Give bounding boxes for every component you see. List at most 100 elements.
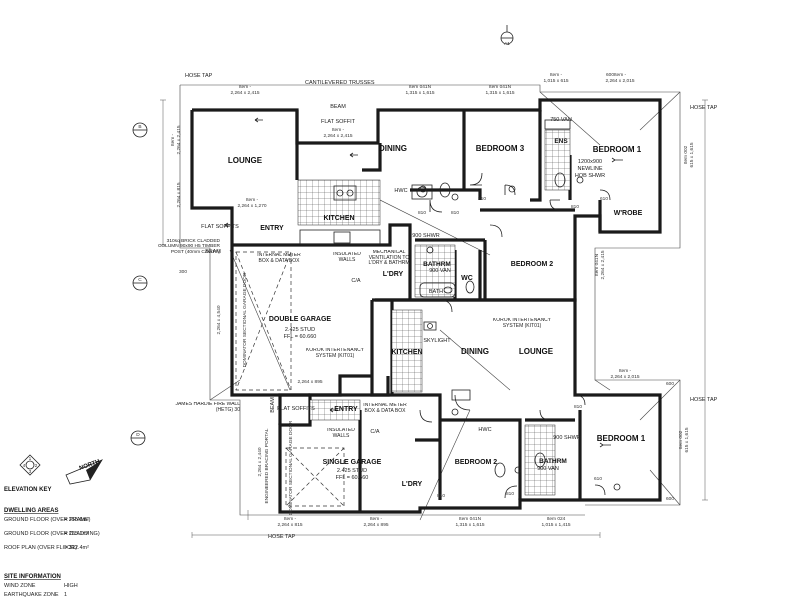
site-information-heading: SITE INFORMATION: [4, 574, 61, 580]
svg-text:300: 300: [179, 269, 187, 275]
svg-text:Item 041N: Item 041N: [489, 84, 512, 90]
garage-door-note-2: DOMINATOR SECTIONAL GARAGE DOOR: [288, 420, 294, 515]
section-ref-b: B: [132, 122, 148, 138]
flat-soffit-label: FLAT SOFFIT: [321, 119, 356, 125]
svg-text:2,264 x 2,415: 2,264 x 2,415: [230, 90, 259, 96]
hose-tap-label-2: HOSE TAP: [690, 105, 718, 111]
section-ref-a1: A1: [500, 25, 514, 47]
room-wrobe: W'ROBE: [614, 210, 643, 217]
svg-text:2,264 x 2,415: 2,264 x 2,415: [176, 125, 182, 154]
svg-text:= 265.1m²: = 265.1m²: [64, 531, 89, 537]
svg-text:4: 4: [23, 463, 26, 469]
svg-text:2,264 x 4,540: 2,264 x 4,540: [216, 305, 222, 334]
svg-text:= 255.6m²: = 255.6m²: [64, 517, 89, 523]
svg-text:EARTHQUAKE ZONE: EARTHQUAKE ZONE: [4, 592, 59, 598]
sink-icon: [333, 185, 357, 201]
garage-door-note-1: DOMINATOR SECTIONAL GARAGE DOOR: [242, 272, 248, 367]
hob-shwr-label: HOB SHWR: [575, 173, 605, 179]
svg-text:= 312.4m²: = 312.4m²: [64, 545, 89, 551]
ffl-label-1: FFL = 60.660: [284, 334, 317, 340]
insulated-walls-note-1: INSULATED WALLS: [333, 252, 361, 262]
svg-text:1: 1: [29, 456, 32, 462]
svg-text:2,264 x 2,015: 2,264 x 2,015: [605, 78, 634, 84]
cantilevered-label: CANTILEVERED TRUSSES: [305, 80, 375, 86]
svg-text:Item -: Item -: [614, 72, 627, 78]
room-bath: BATH: [429, 289, 443, 295]
hwc-icon: [411, 184, 433, 200]
sink2-icon: [423, 321, 437, 331]
flat-soffits-label-1: FLAT SOFFITS: [201, 224, 239, 230]
kitchen1-tiles: [297, 179, 381, 226]
ca-label-1: C/A: [351, 278, 361, 284]
room-double-garage: DOUBLE GARAGE: [269, 316, 332, 323]
svg-text:Item -: Item -: [550, 72, 563, 78]
beam-label-1: BEAM: [330, 104, 346, 110]
room-lounge-1: LOUNGE: [228, 156, 263, 165]
fixture-markers: [419, 176, 621, 491]
svg-text:2,264 x 895: 2,264 x 895: [363, 522, 388, 528]
room-entry-1: ENTRY: [260, 225, 284, 232]
svg-text:Item -: Item -: [170, 133, 176, 146]
ens-vanity-icon: [544, 119, 571, 130]
bath2-toilet-icon: [534, 452, 546, 468]
svg-text:Item 041N: Item 041N: [459, 516, 482, 522]
svg-text:2,264 x 815: 2,264 x 815: [277, 522, 302, 528]
section-ref-c: C: [132, 275, 148, 291]
room-bedroom-2a: BEDROOM 2: [511, 261, 554, 268]
stud-label-1: 2.425 STUD: [285, 327, 315, 333]
van-label-2: 900 VAN: [429, 268, 451, 274]
svg-text:810: 810: [451, 210, 459, 216]
dwelling-areas-heading: DWELLING AREAS: [4, 508, 58, 514]
insulated-walls-note-2: INSULATED WALLS: [327, 428, 355, 438]
svg-text:Item -: Item -: [370, 516, 383, 522]
hose-tap-label-3: HOSE TAP: [690, 397, 718, 403]
room-bathrm-2: BATHRM: [539, 458, 567, 465]
room-bedroom-1b: BEDROOM 1: [597, 434, 646, 443]
room-kitchen-1: KITCHEN: [323, 215, 354, 222]
room-bedroom-2b: BEDROOM 2: [455, 459, 498, 466]
svg-text:810: 810: [574, 404, 582, 410]
ffl-label-2: FFL = 60.660: [336, 475, 369, 481]
roof-outline: [179, 84, 681, 521]
skylight-label: SKYLIGHT: [423, 338, 451, 344]
svg-text:1,015 x 1,415: 1,015 x 1,415: [541, 522, 570, 528]
room-ens: ENS: [554, 138, 568, 145]
hose-tap-label-1: HOSE TAP: [185, 73, 213, 79]
svg-text:Item -: Item -: [284, 516, 297, 522]
door-swings: [419, 172, 611, 499]
stud-label-2: 2.425 STUD: [337, 468, 367, 474]
bath2-fixture-icon: [494, 462, 506, 478]
svg-text:610: 610: [594, 476, 602, 482]
cooktop-icon: [333, 231, 351, 244]
room-laundry-1: L'DRY: [383, 271, 404, 278]
shwr-label-2: 900 SHWR: [553, 435, 581, 441]
bath-icon: [419, 282, 456, 298]
ens-tiles: [544, 129, 571, 191]
svg-text:810: 810: [571, 204, 579, 210]
room-laundry-2: L'DRY: [402, 481, 423, 488]
svg-text:GROUND FLOOR (OVER FRAME): GROUND FLOOR (OVER FRAME): [4, 517, 91, 523]
flat-soffits-label-2: FLAT SOFFITS: [277, 406, 315, 412]
room-entry-2: ENTRY: [334, 406, 358, 413]
bathrm1-tiles: [414, 244, 456, 298]
svg-text:2,264 x 895: 2,264 x 895: [297, 379, 322, 385]
svg-text:615 x 1,615: 615 x 1,615: [689, 142, 695, 167]
kitchen1-bench: [299, 229, 381, 245]
window-dims-left: 2,264 x 815 Item - 2,264 x 2,415 2,264 x…: [170, 125, 323, 476]
svg-text:615 x 1,615: 615 x 1,615: [684, 427, 690, 452]
hwc-label-2: HWC: [478, 427, 491, 433]
window-dims-top: Item - 2,264 x 2,415 Item 041N 1,315 x 1…: [230, 72, 634, 96]
svg-text:810: 810: [418, 210, 426, 216]
svg-text:HIGH: HIGH: [64, 583, 78, 589]
svg-text:1,015 x 615: 1,015 x 615: [543, 78, 568, 84]
beam-label-3: BEAM: [270, 397, 276, 413]
van-label-3: 900 VAN: [537, 466, 559, 472]
door-widths: 810 810 810 810 610 610 810 810 810 600 …: [179, 72, 674, 502]
hwc-label-1: HWC: [394, 188, 407, 194]
svg-text:Item -: Item -: [619, 368, 632, 374]
ca-label-2: C/A: [370, 429, 380, 435]
room-bedroom-1a: BEDROOM 1: [593, 145, 642, 154]
svg-text:2,264 x 1,270: 2,264 x 1,270: [237, 203, 266, 209]
room-bathrm-1: BATHRM: [423, 261, 451, 268]
